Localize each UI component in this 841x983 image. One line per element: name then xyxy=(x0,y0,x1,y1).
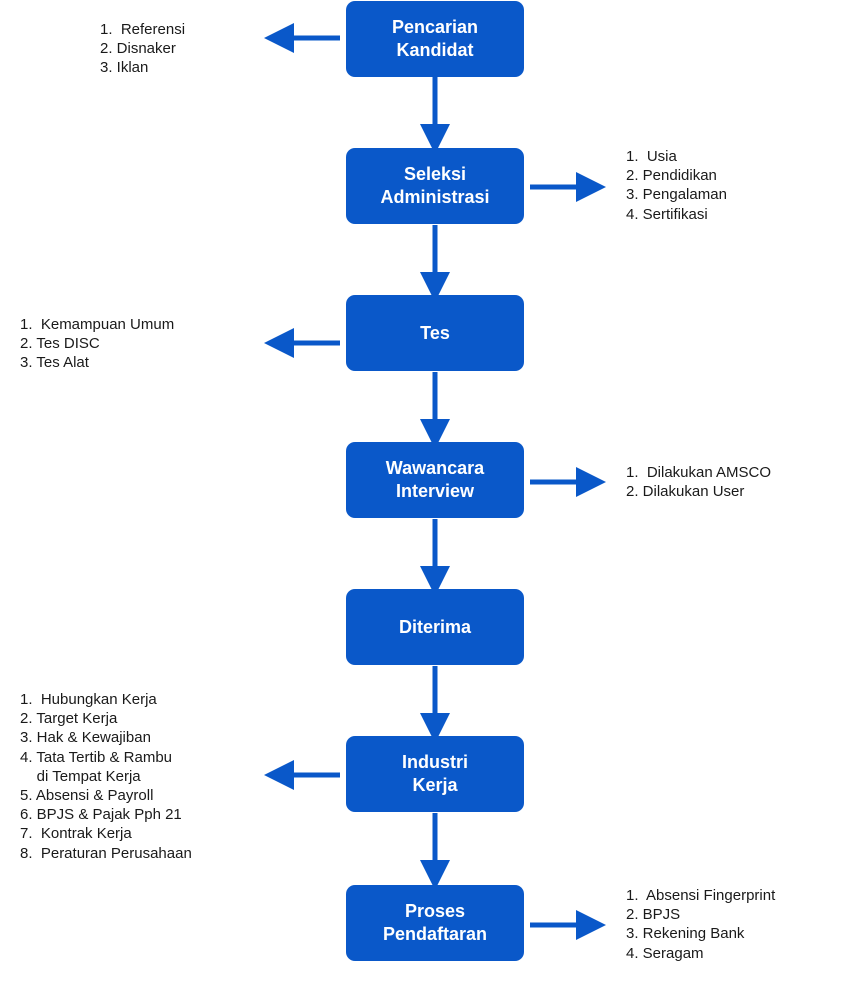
list-item: 3. Pengalaman xyxy=(626,186,727,204)
list-item: 3. Hak & Kewajiban xyxy=(20,729,151,747)
list-item: 3. Tes Alat xyxy=(20,354,89,372)
step-label: Pencarian Kandidat xyxy=(391,17,479,60)
list-item: 1. Hubungkan Kerja xyxy=(20,691,157,708)
list-item: 1. Kemampuan Umum xyxy=(20,316,175,333)
list-item: 2. Tes DISC xyxy=(20,335,100,353)
list-item: 8. Peraturan Perusahaan xyxy=(20,844,192,862)
notes-pencarian-kandidat: 1. Referensi 2. Disnaker 3. Iklan xyxy=(100,20,185,78)
notes-tes: 1. Kemampuan Umum 2. Tes DISC 3. Tes Ala… xyxy=(20,315,174,373)
step-seleksi-administrasi: Seleksi Administrasi xyxy=(346,148,524,224)
list-item: 2. Disnaker xyxy=(100,40,176,58)
list-item: 2. Dilakukan User xyxy=(626,483,745,501)
step-tes: Tes xyxy=(346,295,524,371)
step-label: Seleksi Administrasi xyxy=(380,164,490,207)
step-industri-kerja: Industri Kerja xyxy=(346,736,524,812)
list-item: 1. Referensi xyxy=(100,21,186,38)
list-item: 4. Tata Tertib & Rambu xyxy=(20,748,173,766)
list-item: 2. Pendidikan xyxy=(626,167,717,185)
notes-wawancara-interview: 1. Dilakukan AMSCO 2. Dilakukan User xyxy=(626,463,771,501)
step-label: Diterima xyxy=(398,616,472,637)
notes-seleksi-administrasi: 1. Usia 2. Pendidikan 3. Pengalaman 4. S… xyxy=(626,147,727,224)
step-label: Industri Kerja xyxy=(402,752,468,795)
list-item: 3. Iklan xyxy=(100,59,149,77)
step-label: Tes xyxy=(420,322,450,343)
list-item: 5. Absensi & Payroll xyxy=(20,787,154,805)
list-item: 1. Absensi Fingerprint xyxy=(626,887,776,904)
step-wawancara-interview: Wawancara Interview xyxy=(346,442,524,518)
step-proses-pendaftaran: Proses Pendaftaran xyxy=(346,885,524,961)
list-item: 7. Kontrak Kerja xyxy=(20,825,132,843)
step-label: Wawancara Interview xyxy=(385,458,485,501)
notes-proses-pendaftaran: 1. Absensi Fingerprint 2. BPJS 3. Rekeni… xyxy=(626,886,775,963)
list-item: di Tempat Kerja xyxy=(20,767,141,785)
list-item: 3. Rekening Bank xyxy=(626,925,745,943)
list-item: 2. BPJS xyxy=(626,906,681,924)
list-item: 4. Seragam xyxy=(626,944,704,962)
notes-industri-kerja: 1. Hubungkan Kerja 2. Target Kerja 3. Ha… xyxy=(20,690,192,863)
list-item: 6. BPJS & Pajak Pph 21 xyxy=(20,806,182,824)
step-pencarian-kandidat: Pencarian Kandidat xyxy=(346,1,524,77)
step-diterima: Diterima xyxy=(346,589,524,665)
list-item: 4. Sertifikasi xyxy=(626,205,708,223)
list-item: 1. Usia xyxy=(626,148,677,165)
step-label: Proses Pendaftaran xyxy=(382,901,488,944)
list-item: 1. Dilakukan AMSCO xyxy=(626,464,772,481)
list-item: 2. Target Kerja xyxy=(20,710,118,728)
